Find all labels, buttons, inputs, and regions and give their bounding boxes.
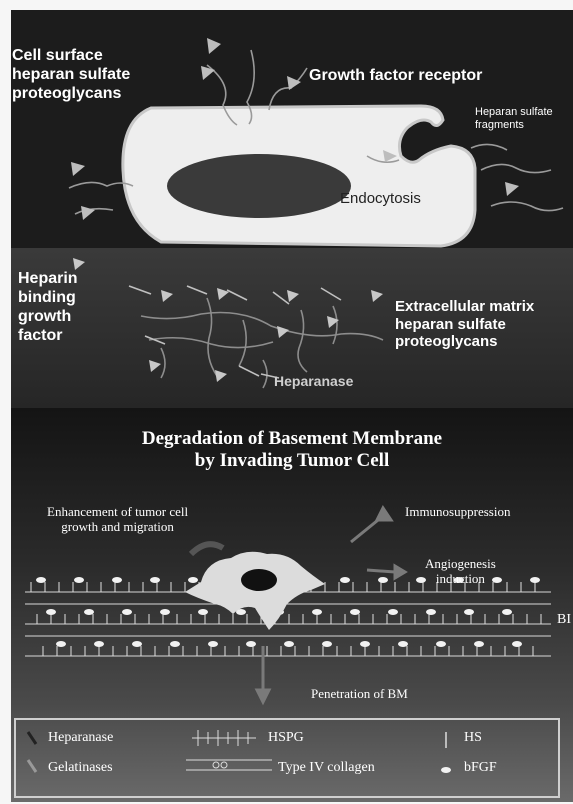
legend-gelatinases: Gelatinases: [48, 760, 113, 776]
bfgf-dot: [398, 641, 408, 647]
tumor-cell-nucleus: [241, 569, 277, 591]
bfgf-dot: [198, 609, 208, 615]
invading-tumor-cell: [185, 552, 325, 630]
bfgf-dot: [388, 609, 398, 615]
top-panel-cell-surface: Cell surface heparan sulfate proteoglyca…: [11, 10, 573, 248]
bfgf-dot: [84, 609, 94, 615]
heparanase-symbol: [28, 732, 36, 744]
bfgf-dot: [474, 641, 484, 647]
middle-panel-extracellular-matrix: Heparin binding growth factor Extracellu…: [11, 248, 573, 408]
bfgf-dot: [188, 577, 198, 583]
label-penetration-of-bm: Penetration of BM: [311, 686, 408, 701]
bfgf-dot: [56, 641, 66, 647]
bfgf-dot: [36, 577, 46, 583]
bfgf-dot: [74, 577, 84, 583]
label-immunosuppression: Immunosuppression: [405, 504, 510, 519]
cell-nucleus: [167, 154, 351, 218]
bfgf-dot: [378, 577, 388, 583]
label-enhancement-growth-migration: Enhancement of tumor cell growth and mig…: [47, 504, 188, 535]
label-heparanase: Heparanase: [274, 373, 353, 390]
bfgf-dot: [436, 641, 446, 647]
bfgf-dot: [340, 577, 350, 583]
bfgf-symbol: [441, 767, 451, 773]
diagram-title: Degradation of Basement Membrane by Inva…: [11, 428, 573, 473]
label-heparan-sulfate-fragments: Heparan sulfate fragments: [475, 106, 553, 132]
label-heparin-binding-growth-factor: Heparin binding growth factor: [18, 270, 78, 346]
gelatinases-symbol: [28, 760, 36, 772]
label-endocytosis: Endocytosis: [340, 190, 421, 208]
legend: Heparanase Gelatinases HSPG Type IV coll…: [14, 718, 560, 798]
bfgf-dot: [530, 577, 540, 583]
hspg-symbol: [192, 730, 256, 746]
legend-hs: HS: [464, 730, 482, 746]
legend-bfgf: bFGF: [464, 760, 497, 776]
bfgf-dot: [208, 641, 218, 647]
bfgf-dot: [160, 609, 170, 615]
heparanase-arrows: [129, 286, 341, 378]
legend-heparanase: Heparanase: [48, 730, 113, 746]
bfgf-dot: [122, 609, 132, 615]
bfgf-dot: [426, 609, 436, 615]
label-cell-surface-hspg: Cell surface heparan sulfate proteoglyca…: [12, 47, 130, 104]
bfgf-dot: [284, 641, 294, 647]
legend-type-iv-collagen: Type IV collagen: [278, 760, 375, 776]
bfgf-dot: [132, 641, 142, 647]
bfgf-dot: [170, 641, 180, 647]
bfgf-dot: [350, 609, 360, 615]
type-iv-collagen-symbol: [186, 760, 272, 770]
bfgf-dot: [322, 641, 332, 647]
migration-arrow: [191, 544, 223, 554]
label-growth-factor-receptor: Growth factor receptor: [309, 67, 482, 86]
bfgf-dot: [150, 577, 160, 583]
legend-hspg: HSPG: [268, 730, 304, 746]
label-ecm-hspg: Extracellular matrix heparan sulfate pro…: [395, 298, 534, 351]
bfgf-dot: [512, 641, 522, 647]
label-angiogenesis-induction: Angiogenesis induction: [425, 556, 496, 587]
bfgf-dot: [112, 577, 122, 583]
bfgf-dot: [464, 609, 474, 615]
bfgf-dot: [46, 609, 56, 615]
bfgf-dot: [94, 641, 104, 647]
bfgf-dot: [502, 609, 512, 615]
bfgf-dot: [312, 609, 322, 615]
bfgf-dot: [246, 641, 256, 647]
ecm-growth-factor-markers: [73, 258, 383, 382]
label-bm-side: BI: [557, 612, 571, 629]
bfgf-dot: [360, 641, 370, 647]
